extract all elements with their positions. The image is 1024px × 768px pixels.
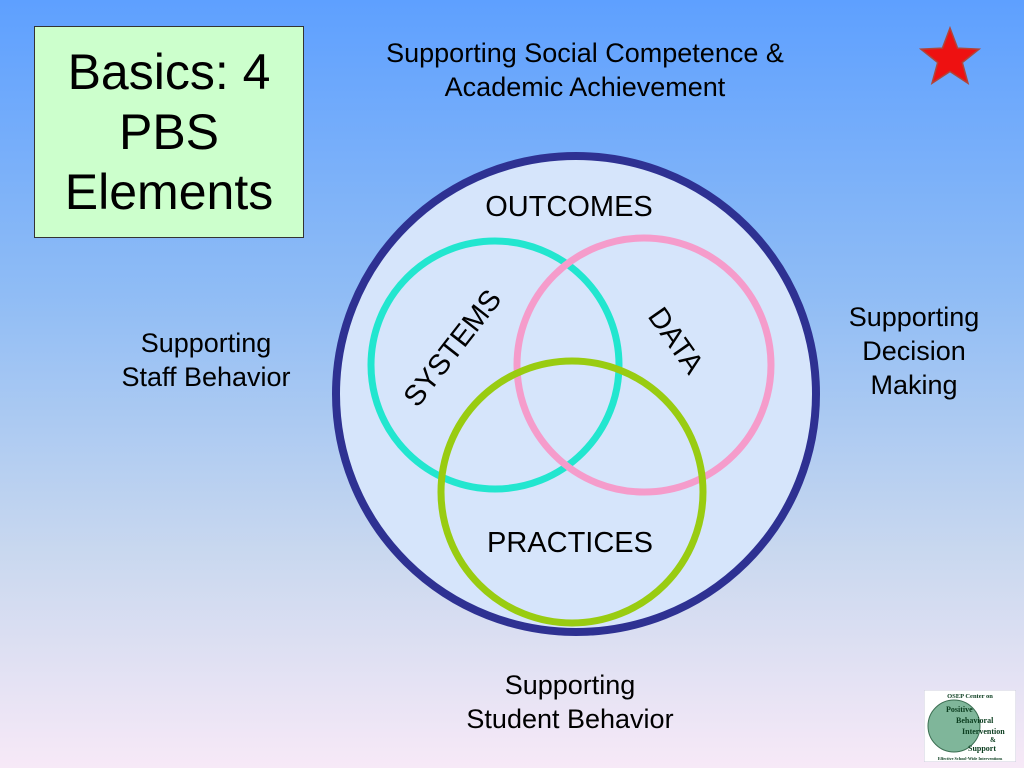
logo-emblem	[927, 699, 981, 753]
logo-word-positive: Positive	[946, 705, 973, 714]
right-label-line-3: Making	[870, 370, 958, 401]
title-line-2: PBS	[118, 104, 220, 160]
bottom-label-line-1: Supporting	[504, 670, 636, 700]
top-label: Supporting Social Competence & Academic …	[320, 36, 850, 104]
outcomes-label: OUTCOMES	[485, 191, 653, 223]
logo-header: OSEP Center on	[947, 693, 993, 700]
right-label-line-1: Supporting	[848, 302, 980, 332]
bottom-label: Supporting Student Behavior	[420, 668, 720, 736]
left-label-line-1: Supporting	[140, 328, 272, 358]
top-label-line-2: Academic Achievement	[444, 72, 726, 103]
practices-circle	[437, 357, 707, 627]
logo-word-behavioral: Behavioral	[956, 716, 994, 725]
left-label-line-2: Staff Behavior	[121, 362, 291, 393]
logo-word-support: Support	[968, 744, 996, 753]
right-label: Supporting Decision Making	[818, 300, 1010, 402]
right-label-line-2: Decision	[862, 336, 966, 367]
title-line-3: Elements	[64, 164, 274, 220]
outcomes-ellipse	[332, 152, 820, 636]
logo-footer: Effective School-Wide Interventions	[938, 756, 1003, 761]
pbis-logo: OSEP Center on Positive Behavioral Inter…	[924, 690, 1016, 762]
star-icon	[918, 25, 982, 86]
title-box: Basics: 4 PBS Elements	[34, 26, 304, 238]
systems-circle	[367, 237, 623, 493]
data-circle	[513, 234, 775, 496]
bottom-label-line-2: Student Behavior	[466, 704, 674, 735]
top-label-line-1: Supporting Social Competence &	[386, 38, 784, 68]
practices-label: PRACTICES	[487, 527, 653, 559]
left-label: Supporting Staff Behavior	[86, 326, 326, 394]
logo-word-intervention: Intervention	[962, 727, 1005, 736]
logo-word-and: &	[990, 736, 996, 744]
title-line-1: Basics: 4	[67, 44, 271, 100]
